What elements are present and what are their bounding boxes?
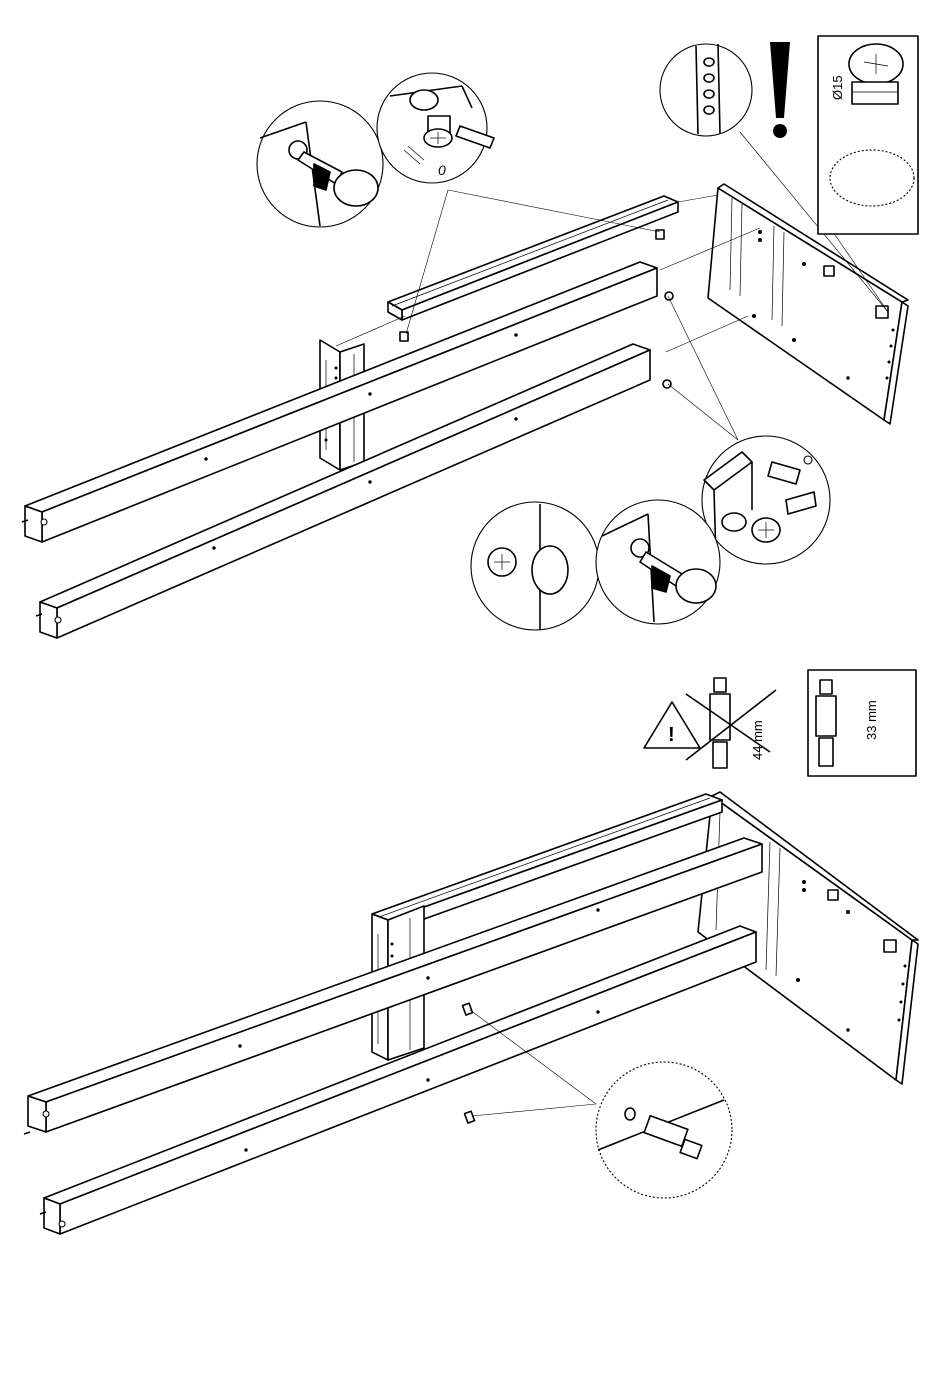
step-2-assembled-view — [24, 792, 918, 1234]
detail-hole-strip — [660, 44, 752, 136]
cam-position-label: 0 — [438, 162, 446, 178]
dowel-lower — [465, 1111, 475, 1123]
detail-dowel-insert — [596, 1062, 732, 1198]
wrong-dowel-length: 44 mm — [750, 720, 765, 760]
detail-screwdriver-cam-top — [257, 101, 383, 227]
detail-cam-lock-position: 0 — [377, 73, 494, 183]
cam-diameter-label: Ø15 — [830, 75, 845, 100]
wrong-dowel: 44 mm — [686, 678, 776, 768]
detail-screwdriver-cam-bottom — [596, 500, 720, 624]
detail-cover-cap — [471, 502, 599, 630]
attention-mark — [770, 42, 790, 138]
warning-triangle-mark: ! — [668, 724, 675, 746]
dowel-upper — [463, 1003, 473, 1015]
correct-dowel-box: 33 mm — [808, 670, 916, 776]
parts-box-cam: Ø15 — [818, 36, 918, 234]
detail-dowel-cam-panel — [702, 436, 830, 564]
correct-dowel-length: 33 mm — [864, 700, 879, 740]
dowel-length-notice: ! 44 mm 33 mm — [644, 670, 916, 776]
step-1-exploded-view: 0 Ø15 — [22, 36, 918, 638]
